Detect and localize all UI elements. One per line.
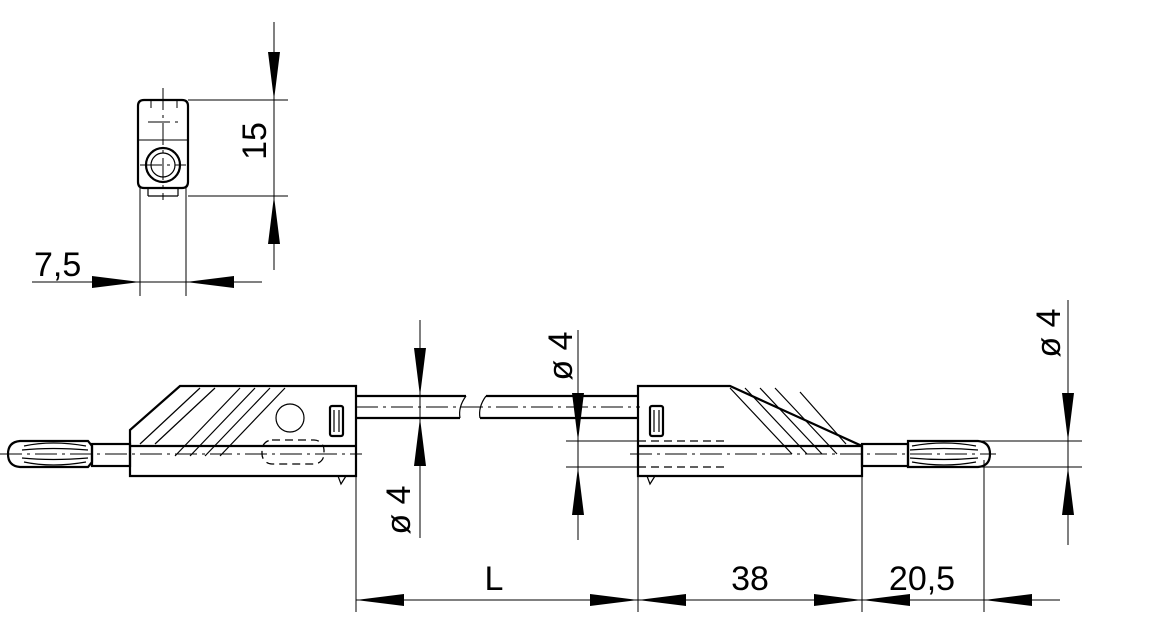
dimension-label-socket-diameter: ø 4 — [542, 331, 580, 380]
dimension-label-pin-20-5: 20,5 — [889, 560, 955, 598]
dimension-label-body-38: 38 — [731, 560, 769, 598]
dimension-label-length-l: L — [485, 560, 504, 598]
dimension-label-pin-diameter: ø 4 — [1030, 308, 1068, 357]
dimension-chain-bottom: L 38 20,5 — [355, 460, 1060, 612]
dimension-height-15: 15 — [188, 22, 288, 270]
dimension-pin-diameter: ø 4 — [978, 300, 1082, 545]
plug-end-view — [136, 88, 190, 200]
dimension-socket-diameter: ø 4 — [542, 330, 638, 540]
right-plug-side-view — [630, 384, 996, 486]
dimension-width-7-5: 7,5 — [32, 188, 262, 296]
dimension-label-7-5: 7,5 — [34, 246, 81, 284]
cable — [356, 394, 640, 420]
dimension-cable-diameter: ø 4 — [380, 320, 426, 538]
dimension-label-cable-diameter: ø 4 — [380, 485, 418, 534]
left-plug-side-view — [0, 384, 362, 486]
dimension-label-15: 15 — [236, 122, 274, 160]
